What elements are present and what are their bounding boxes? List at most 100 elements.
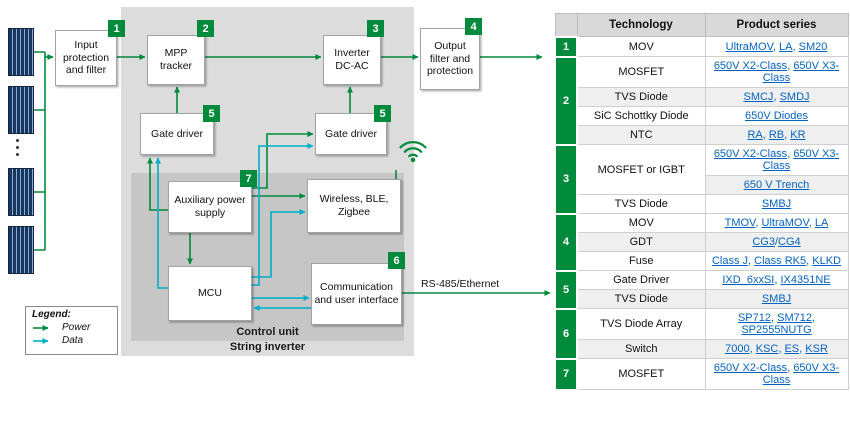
technology-cell: MOSFET [576, 56, 706, 88]
product-series-cell: 650 V Trench [704, 175, 849, 195]
product-link[interactable]: SM712 [777, 312, 812, 324]
product-link[interactable]: 650V X3-Class [762, 148, 840, 172]
product-series-header: Product series [704, 13, 849, 37]
technology-cell: Gate Driver [576, 270, 706, 290]
group-number-badge: 5 [554, 269, 578, 310]
product-link[interactable]: 650V X2-Class [713, 60, 788, 72]
product-link[interactable]: UltraMOV [761, 217, 809, 229]
product-link[interactable]: Class RK5 [754, 255, 807, 267]
product-link[interactable]: IX4351NE [780, 274, 831, 286]
block-input-protection: Input protection and filter [55, 30, 117, 86]
technology-cell: GDT [576, 232, 706, 252]
product-link[interactable]: 650 V Trench [743, 179, 810, 191]
product-link[interactable]: 650V X2-Class [713, 148, 788, 160]
product-series-cell: 650V X2-Class, 650V X3-Class [704, 358, 849, 390]
product-series-cell: TMOV, UltraMOV, LA [704, 213, 849, 233]
string-inverter-label: String inverter [229, 341, 306, 353]
power-arrow-icon [33, 324, 49, 331]
product-link[interactable]: LA [814, 217, 829, 229]
group-number-badge: 2 [554, 55, 578, 146]
product-link[interactable]: RA [747, 129, 763, 141]
badge-5a: 5 [203, 105, 220, 122]
table-header-row: Technology Product series [554, 13, 849, 37]
product-link[interactable]: KSR [805, 343, 828, 355]
group-number-badge: 1 [554, 35, 578, 58]
product-link[interactable]: 7000 [725, 343, 750, 355]
product-link[interactable]: SMBJ [761, 198, 792, 210]
product-link[interactable]: Class J [711, 255, 749, 267]
product-link[interactable]: ES [784, 343, 800, 355]
block-mpp-tracker: MPP tracker [147, 35, 205, 85]
control-unit-label: Control unit [236, 326, 299, 338]
product-link[interactable]: KR [790, 129, 806, 141]
technology-cell: TVS Diode [576, 87, 706, 107]
product-link[interactable]: KSC [755, 343, 779, 355]
product-link[interactable]: 650V X3-Class [762, 362, 840, 386]
link-separator: , [770, 312, 778, 324]
link-separator: , [774, 274, 781, 286]
link-separator: , [772, 40, 780, 53]
technology-cell: MOV [576, 36, 706, 57]
badge-1: 1 [108, 20, 125, 37]
product-series-cell: Class J, Class RK5, KLKD [704, 251, 849, 271]
product-link[interactable]: RB [768, 129, 785, 141]
table-row: 650 V Trench [555, 175, 849, 195]
product-link[interactable]: SP712 [737, 312, 771, 324]
badge-7: 7 [240, 170, 257, 187]
product-link[interactable]: LA [779, 40, 793, 53]
link-separator: , [773, 91, 780, 103]
product-link[interactable]: SMBJ [761, 293, 792, 305]
product-link[interactable]: KLKD [812, 255, 842, 267]
product-series-cell: IXD_6xxSI, IX4351NE [704, 270, 849, 290]
product-link[interactable]: 650V X2-Class [713, 362, 788, 374]
product-link[interactable]: TMOV [724, 217, 756, 229]
group-number-badge: 3 [554, 143, 578, 215]
solar-panel-icon [8, 168, 34, 216]
badge-4: 4 [465, 18, 482, 35]
product-link[interactable]: CG4 [778, 236, 801, 248]
link-separator: , [778, 343, 785, 355]
product-link[interactable]: SM20 [798, 40, 828, 53]
product-series-cell: SMBJ [704, 194, 849, 214]
block-aux-power: Auxiliary power supply [168, 181, 252, 233]
product-link[interactable]: UltraMOV [725, 40, 773, 53]
product-link[interactable]: CG3 [752, 236, 775, 248]
table-row: TVS Diode SMBJ [555, 289, 849, 309]
product-series-cell: 650V Diodes [704, 106, 849, 126]
data-arrow-icon [33, 337, 49, 344]
technology-cell: TVS Diode [576, 289, 706, 309]
link-separator: , [808, 217, 815, 229]
link-separator: , [792, 40, 799, 53]
link-separator: , [806, 255, 813, 267]
technology-cell: SiC Schottky Diode [576, 106, 706, 126]
block-label: MCU [198, 287, 222, 300]
solar-panel-icon [8, 28, 34, 76]
rs485-label: RS-485/Ethernet [421, 278, 500, 290]
product-link[interactable]: 650V Diodes [745, 110, 808, 122]
badge-2: 2 [197, 20, 214, 37]
product-series-cell: SP712, SM712, SP2555NUTG [704, 308, 849, 340]
link-separator: , [811, 312, 816, 324]
block-label: Input protection and filter [62, 39, 110, 77]
badge-3: 3 [367, 20, 384, 37]
legend: Legend: Power Data [25, 306, 118, 355]
link-separator: , [799, 343, 806, 355]
product-link[interactable]: 650V X3-Class [762, 60, 840, 84]
product-link[interactable]: SMCJ [743, 91, 774, 103]
product-link[interactable]: IXD_6xxSI [722, 274, 775, 286]
product-link[interactable]: SP2555NUTG [741, 324, 812, 336]
link-separator: , [787, 60, 794, 72]
product-link[interactable]: SMDJ [779, 91, 810, 103]
technology-cell: MOSFET [576, 358, 706, 390]
technology-cell: NTC [576, 125, 706, 145]
technology-cell: MOSFET or IGBT [576, 144, 706, 195]
technology-cell: Switch [576, 339, 706, 359]
